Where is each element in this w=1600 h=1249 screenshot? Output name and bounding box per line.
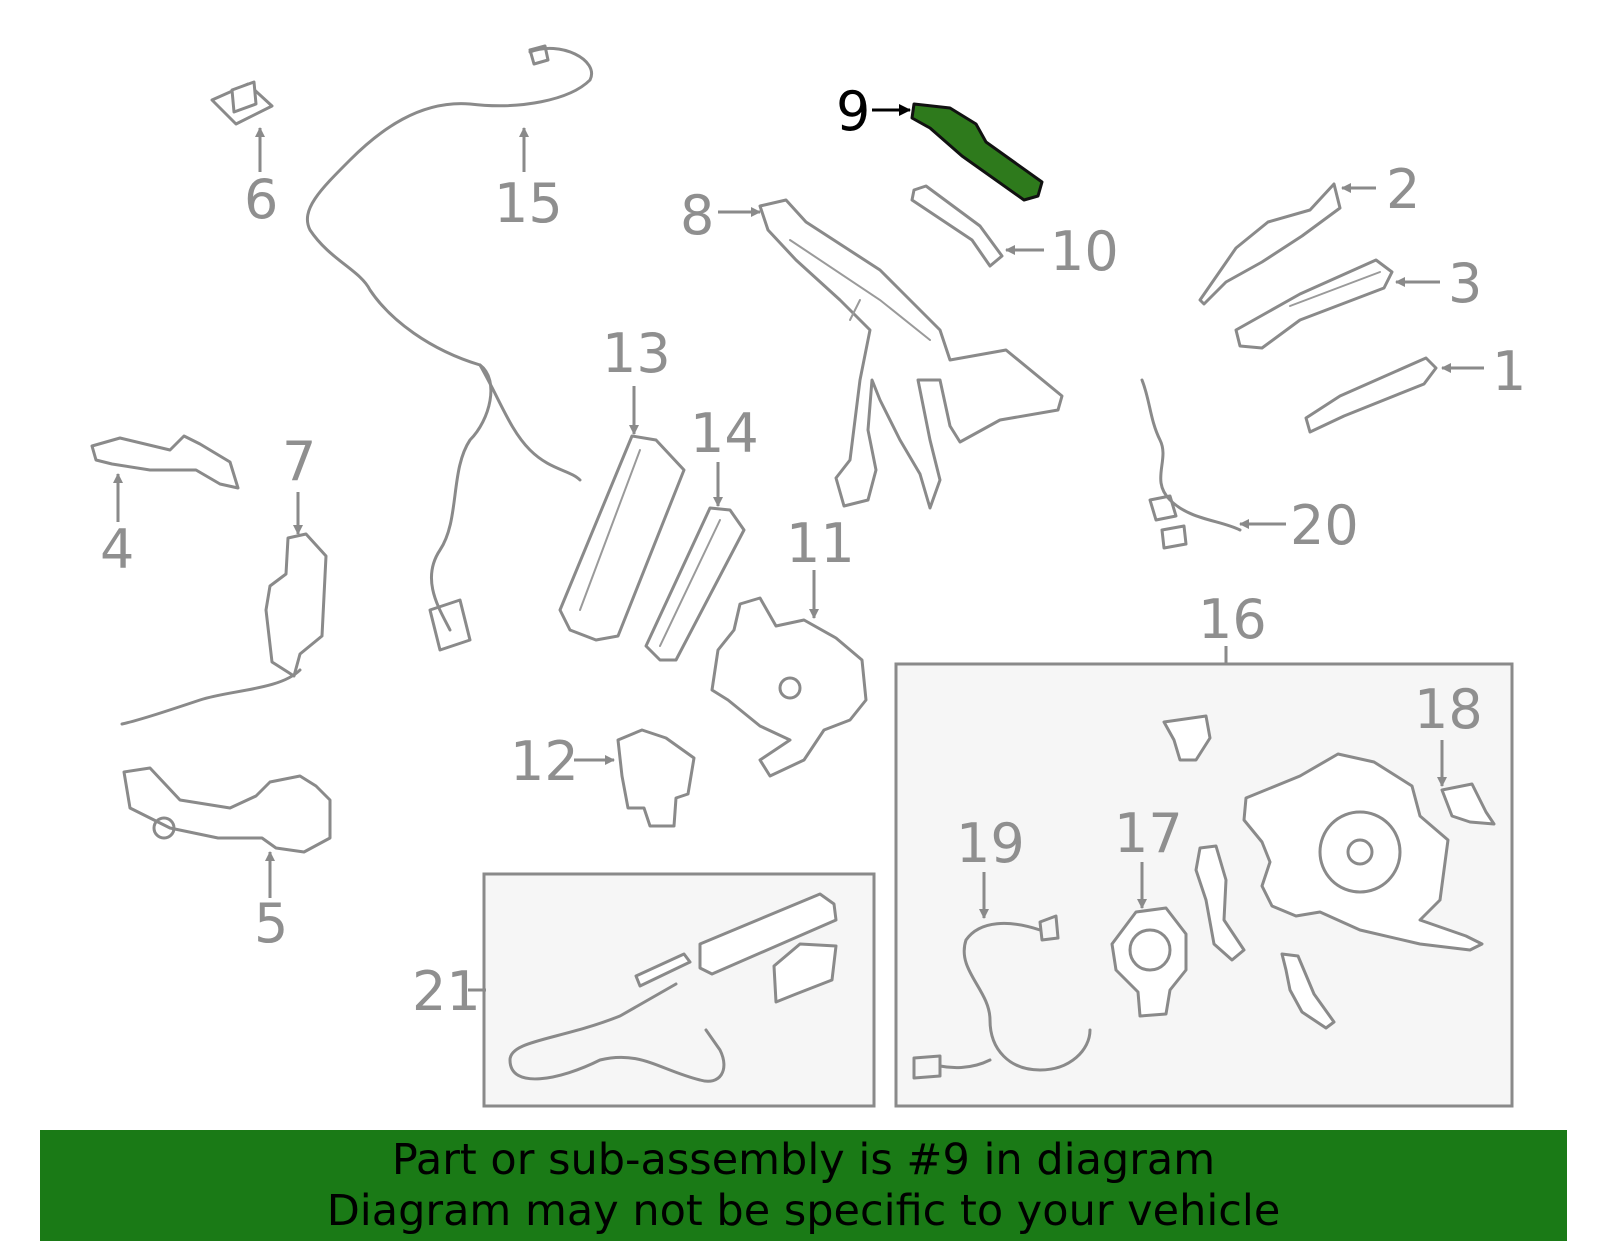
callout-11: 11 [786,512,855,575]
callout-12: 12 [510,730,579,793]
group-box-21: 21 [412,872,876,1108]
info-banner: Part or sub-assembly is #9 in diagram Di… [40,1130,1567,1241]
group-box-16: 16 18 17 19 [894,588,1514,1108]
callout-2: 2 [1386,158,1420,221]
part-15: 15 [305,44,594,652]
callout-19: 19 [956,812,1025,875]
part-13: 13 [558,322,686,642]
part-1: 1 [1304,340,1526,434]
callout-1: 1 [1492,340,1526,403]
callout-9: 9 [836,80,870,143]
part-6: 6 [210,80,278,231]
callout-5: 5 [254,892,288,955]
part-8: 8 [680,184,1064,510]
callout-13: 13 [602,322,671,385]
callout-18: 18 [1414,678,1483,741]
callout-17: 17 [1114,802,1183,865]
callout-21: 21 [412,960,481,1023]
part-17: 17 [1110,802,1188,1018]
part-16-assembly [1242,752,1484,952]
part-12: 12 [510,728,696,828]
part-7: 7 [120,430,328,726]
callout-16: 16 [1198,588,1267,651]
callout-8: 8 [680,184,714,247]
part-9-highlighted: 9 [836,80,1044,202]
callout-7: 7 [282,430,316,493]
part-2: 2 [1198,158,1420,306]
part-19: 19 [912,812,1092,1080]
part-20: 20 [1140,378,1359,557]
part-5: 5 [122,766,332,955]
banner-line-1: Part or sub-assembly is #9 in diagram [391,1134,1216,1185]
callout-6: 6 [244,168,278,231]
callout-4: 4 [100,518,134,581]
callout-14: 14 [690,402,759,465]
part-18: 18 [1414,678,1496,826]
callout-20: 20 [1290,494,1359,557]
part-10: 10 [910,184,1119,283]
part-14: 14 [644,402,759,662]
part-4: 4 [90,434,240,581]
part-3: 3 [1234,252,1482,350]
part-11: 11 [710,512,868,778]
banner-line-2: Diagram may not be specific to your vehi… [326,1185,1281,1236]
callout-10: 10 [1050,220,1119,283]
callout-15: 15 [494,172,563,235]
callout-3: 3 [1448,252,1482,315]
